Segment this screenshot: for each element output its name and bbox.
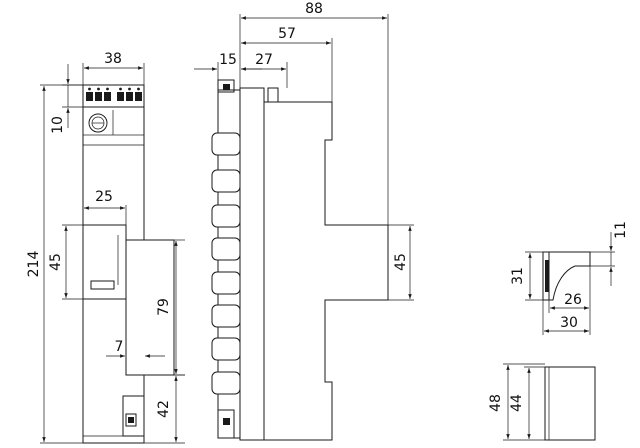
dim-bracket-top-height: 11 [613,221,629,239]
side-body-profile [263,101,389,441]
cap-body [544,366,596,441]
dim-side-depth-rail: 15 [219,52,237,68]
dim-front-overall-height: 214 [26,251,42,278]
dim-cap-inner-height: 44 [509,394,525,412]
dim-front-top-section: 10 [50,116,66,134]
dimension-labels: 38 25 7 214 10 45 79 42 88 57 27 15 45 3… [26,1,629,418]
cap-view [544,366,596,441]
dim-bracket-inner-width: 26 [564,292,582,308]
bracket-view [542,251,591,301]
dim-bracket-height: 31 [510,267,526,285]
bracket-arm [548,251,591,301]
dim-cap-outer-height: 48 [488,394,504,412]
front-terminal-screws [86,87,142,101]
dim-front-side-offset: 7 [115,339,124,355]
side-fins [211,132,241,395]
side-housing [239,87,265,441]
dim-side-overall-depth: 88 [305,1,323,17]
dim-side-depth-front: 27 [255,52,273,68]
dimension-lines [40,14,615,444]
control-knob [88,113,108,133]
dim-front-bottom-section: 42 [156,400,172,418]
dim-bracket-outer-width: 30 [560,315,578,331]
dim-side-depth-mid: 57 [278,26,296,42]
front-view [82,84,175,444]
dim-front-window-width: 25 [95,189,113,205]
front-display-label [90,280,115,290]
front-display-window [82,224,127,300]
dim-front-side-height: 79 [156,298,172,316]
dim-front-window-height: 45 [48,253,64,271]
side-view [211,79,389,441]
dim-front-width: 38 [104,51,122,67]
dim-side-middle-height: 45 [393,253,409,271]
front-side-protrusion [125,239,175,376]
